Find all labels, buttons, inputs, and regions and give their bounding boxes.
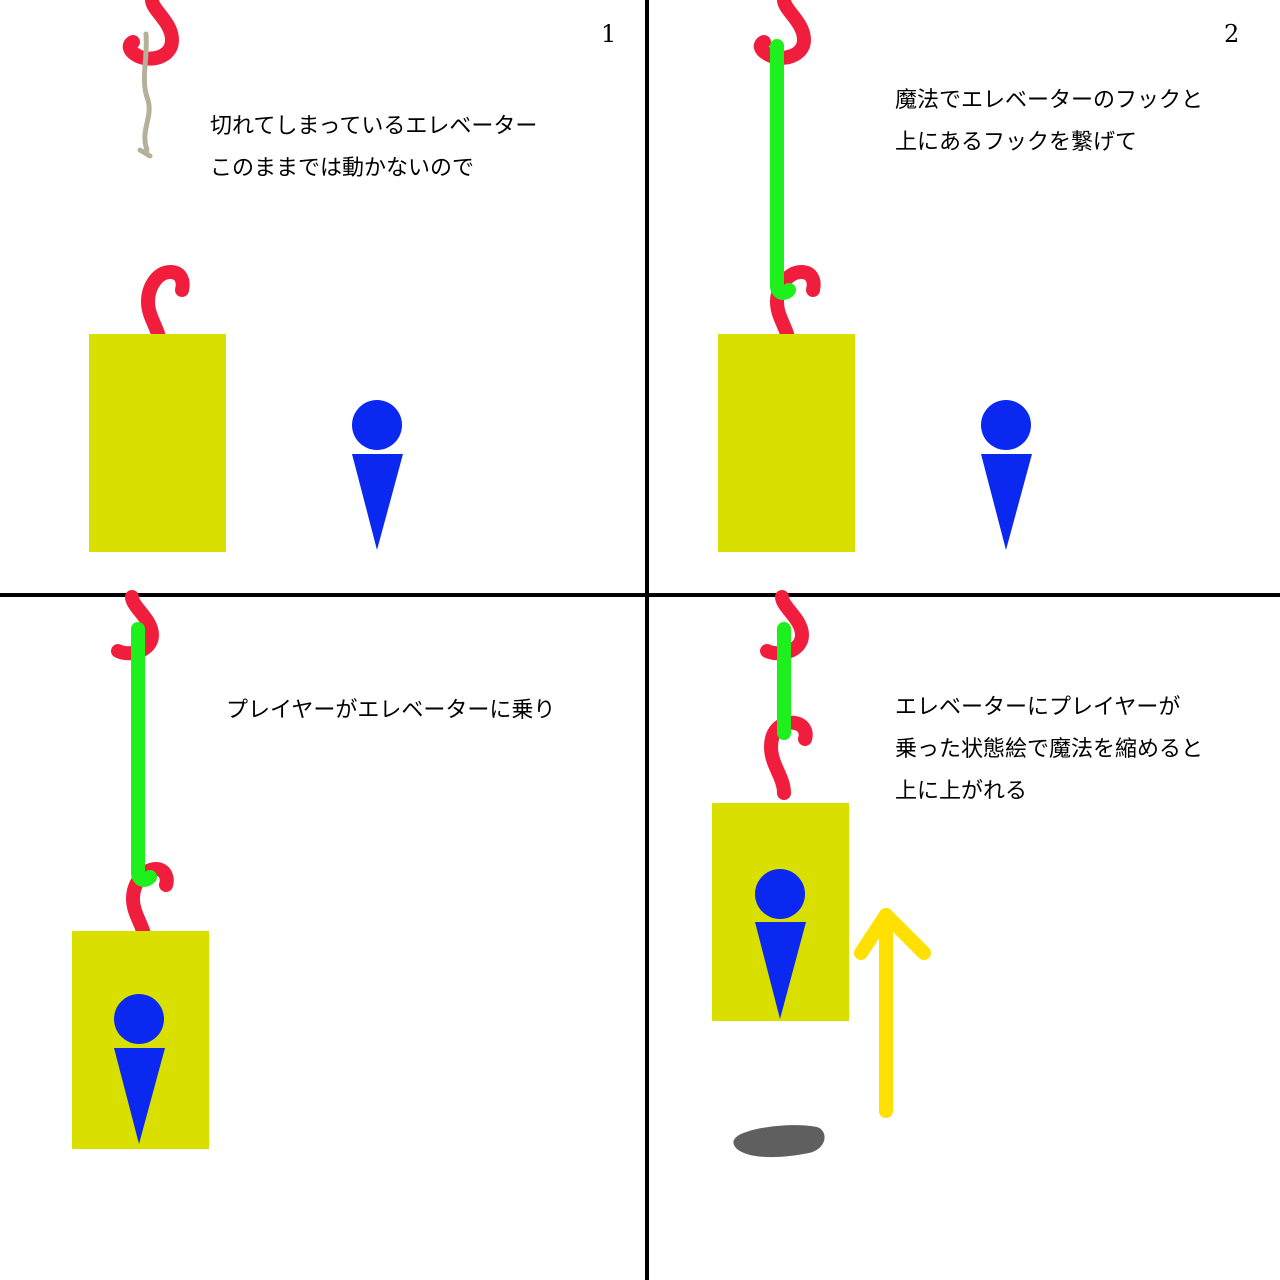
caption-line: 上に上がれる	[895, 779, 1028, 804]
caption-line: このままでは動かないので	[210, 156, 475, 181]
caption-line: 魔法でエレベーターのフックと	[895, 88, 1204, 113]
hook-icon	[769, 264, 821, 352]
magic-link	[131, 622, 157, 887]
elevator	[718, 334, 855, 552]
rope-icon	[137, 31, 153, 159]
panel-3: プレイヤーがエレベーターに乗り	[0, 590, 645, 1280]
hook-icon	[122, 0, 180, 66]
player-icon	[755, 869, 806, 1019]
hook-icon	[753, 0, 812, 65]
caption-line: エレベーターにプレイヤーが	[895, 695, 1181, 720]
panel-2: 2 魔法でエレベーターのフックと 上にあるフックを繋げて	[649, 0, 1280, 593]
panel-caption: プレイヤーがエレベーターに乗り	[226, 690, 555, 732]
panel-1-art	[89, 0, 403, 552]
caption-line: 上にあるフックを繋げて	[895, 130, 1138, 155]
panel-3-art	[72, 590, 209, 1149]
caption-line: プレイヤーがエレベーターに乗り	[226, 698, 556, 723]
panel-2-art	[718, 0, 1032, 552]
up-arrow-icon	[854, 908, 931, 1118]
shadow	[733, 1125, 825, 1158]
vertical-divider	[645, 0, 649, 1280]
panel-4-art	[712, 590, 931, 1158]
panel-caption: 魔法でエレベーターのフックと 上にあるフックを繋げて	[895, 80, 1203, 164]
elevator	[89, 334, 226, 552]
magic-link	[770, 39, 796, 300]
hook-icon	[140, 264, 190, 352]
panel-number: 2	[1224, 20, 1240, 48]
caption-line: 切れてしまっているエレベーター	[210, 114, 538, 139]
panel-caption: 切れてしまっているエレベーター このままでは動かないので	[210, 106, 537, 190]
panel-1: 1 切れてしまっているエレベーター このままでは動かないので	[0, 0, 645, 593]
player-icon	[114, 994, 165, 1144]
player-icon	[352, 400, 403, 550]
horizontal-divider	[0, 593, 1280, 597]
panel-number: 1	[601, 20, 617, 48]
hook-icon	[111, 590, 160, 661]
panel-4: エレベーターにプレイヤーが 乗った状態絵で魔法を縮めると 上に上がれる	[649, 590, 1280, 1280]
caption-line: 乗った状態絵で魔法を縮めると	[895, 737, 1204, 762]
panel-caption: エレベーターにプレイヤーが 乗った状態絵で魔法を縮めると 上に上がれる	[895, 687, 1203, 813]
player-icon	[981, 400, 1032, 550]
